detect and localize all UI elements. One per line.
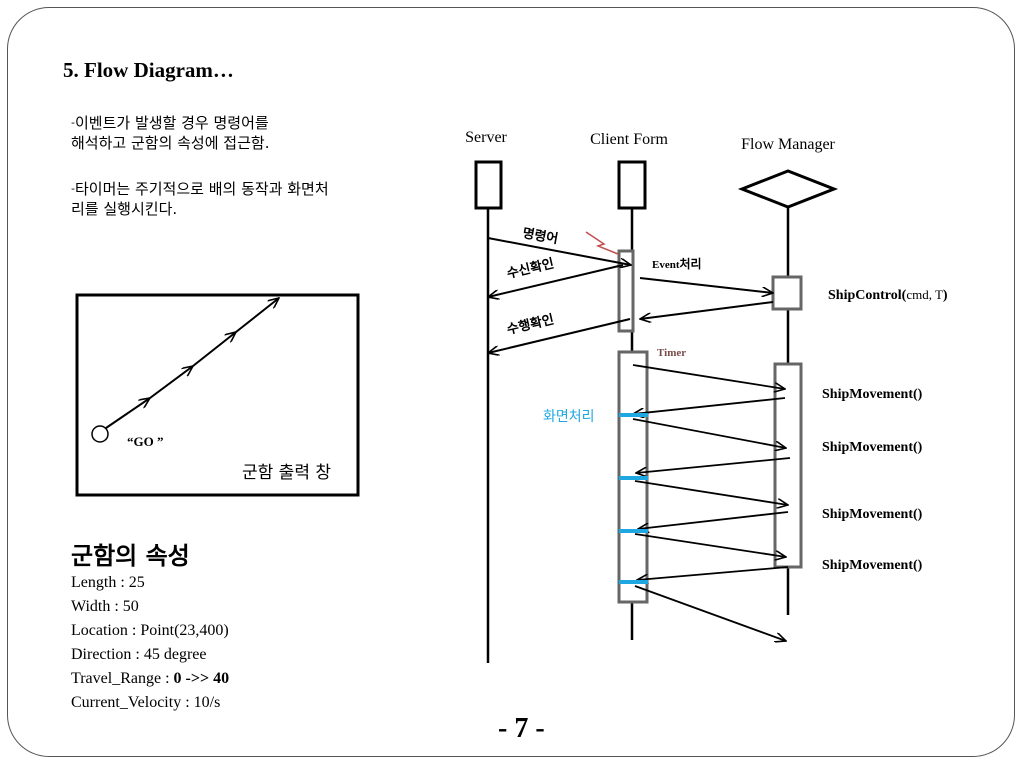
ship-output-window: “GO ” 군함 출력 창 xyxy=(75,293,360,497)
bullet-dash: - xyxy=(71,116,75,129)
command-arrow xyxy=(487,237,631,265)
description-paragraph-1: -이벤트가 발생할 경우 명령어를 해석하고 군함의 속성에 접근함. xyxy=(71,113,269,153)
lifeline-client-label: Client Form xyxy=(590,131,668,148)
manager-activation-control xyxy=(771,275,803,311)
loop-call-arrow-1 xyxy=(632,364,785,389)
attribute-direction: Direction : 45 degree xyxy=(71,646,207,663)
description-1-line-1: 이벤트가 발생할 경우 명령어를 xyxy=(74,114,269,132)
ship-start-circle xyxy=(91,425,109,443)
ship-window-caption: 군함 출력 창 xyxy=(242,463,331,483)
ship-path-arrow-3 xyxy=(192,332,236,367)
loop-call-arrow-4 xyxy=(634,533,786,557)
attributes-list: Length : 25 Width : 50 Location : Point(… xyxy=(71,571,229,715)
ship-control-label: ShipControl(cmd, T) xyxy=(828,287,948,303)
ship-path-arrow-2 xyxy=(149,366,193,399)
lifeline-manager-label: Flow Manager xyxy=(741,136,835,153)
message-command: 명령어 xyxy=(487,225,631,265)
description-paragraph-2: -타이머는 주기적으로 배의 동작과 화면처 리를 실행시킨다. xyxy=(71,179,329,219)
command-label: 명령어 xyxy=(521,225,559,247)
timer-label: Timer xyxy=(657,347,686,359)
ship-window-frame xyxy=(75,293,360,497)
event-process-label: Event처리 xyxy=(652,256,702,271)
attribute-width: Width : 50 xyxy=(71,598,139,615)
loop-call-arrow-2 xyxy=(632,418,786,448)
loop-call-arrow-3 xyxy=(634,480,788,505)
client-head-box xyxy=(617,160,647,210)
lifeline-server-label: Server xyxy=(465,129,507,146)
receive-ack-arrow xyxy=(488,264,624,297)
lifeline-manager xyxy=(737,169,839,615)
loop-return-arrow-1 xyxy=(633,397,786,414)
screen-process-marks xyxy=(619,413,648,584)
ship-movement-label-2: ShipMovement() xyxy=(822,440,923,455)
ship-movement-label-4: ShipMovement() xyxy=(822,558,923,573)
description-2-line-1: 타이머는 주기적으로 배의 동작과 화면처 xyxy=(74,180,329,198)
message-ship-control: ShipControl(cmd, T) xyxy=(639,277,948,319)
ship-path-arrow-4 xyxy=(235,298,279,333)
message-exec-ack: 수행확인 xyxy=(488,312,631,353)
lifeline-server xyxy=(474,160,503,663)
manager-activation-movement xyxy=(773,362,803,569)
exec-ack-arrow xyxy=(488,318,631,353)
ship-control-return-arrow xyxy=(640,301,774,319)
message-receive-ack: 수신확인 xyxy=(488,256,624,297)
exec-ack-label: 수행확인 xyxy=(505,312,555,338)
attribute-travel-range: Travel_Range : 0 ->> 40 xyxy=(71,667,229,691)
client-activation-event xyxy=(617,249,635,333)
attribute-velocity: Current_Velocity : 10/s xyxy=(71,694,221,711)
lifeline-client xyxy=(617,160,649,640)
page-number: - 7 - xyxy=(498,713,545,744)
screen-process-label: 화면처리 xyxy=(543,409,595,425)
attribute-location: Location : Point(23,400) xyxy=(71,622,229,639)
travel-range-label: Travel_Range : xyxy=(71,670,174,687)
timer-loop xyxy=(632,364,791,641)
attribute-length: Length : 25 xyxy=(71,574,145,591)
ship-movement-label-1: ShipMovement() xyxy=(822,387,923,402)
travel-range-value: 0 ->> 40 xyxy=(173,670,230,687)
ship-movement-label-3: ShipMovement() xyxy=(822,507,923,522)
ship-path-arrow-1 xyxy=(105,398,150,429)
event-lightning-icon xyxy=(585,231,619,255)
loop-return-arrow-4 xyxy=(637,566,789,580)
slide-heading: 5. Flow Diagram… xyxy=(63,58,234,82)
ship-control-arrow xyxy=(639,277,773,293)
go-label: “GO ” xyxy=(127,434,163,449)
description-1-line-2: 해석하고 군함의 속성에 접근함. xyxy=(71,134,270,152)
server-head-box xyxy=(474,160,503,210)
loop-call-arrow-5 xyxy=(634,585,786,641)
receive-ack-label: 수신확인 xyxy=(505,256,555,282)
attributes-title: 군함의 속성 xyxy=(71,542,190,570)
loop-return-arrow-3 xyxy=(638,511,789,529)
loop-return-arrow-2 xyxy=(636,457,791,473)
description-2-line-2: 리를 실행시킨다. xyxy=(71,200,178,218)
bullet-dash: - xyxy=(71,182,75,195)
manager-head-diamond xyxy=(737,169,839,209)
